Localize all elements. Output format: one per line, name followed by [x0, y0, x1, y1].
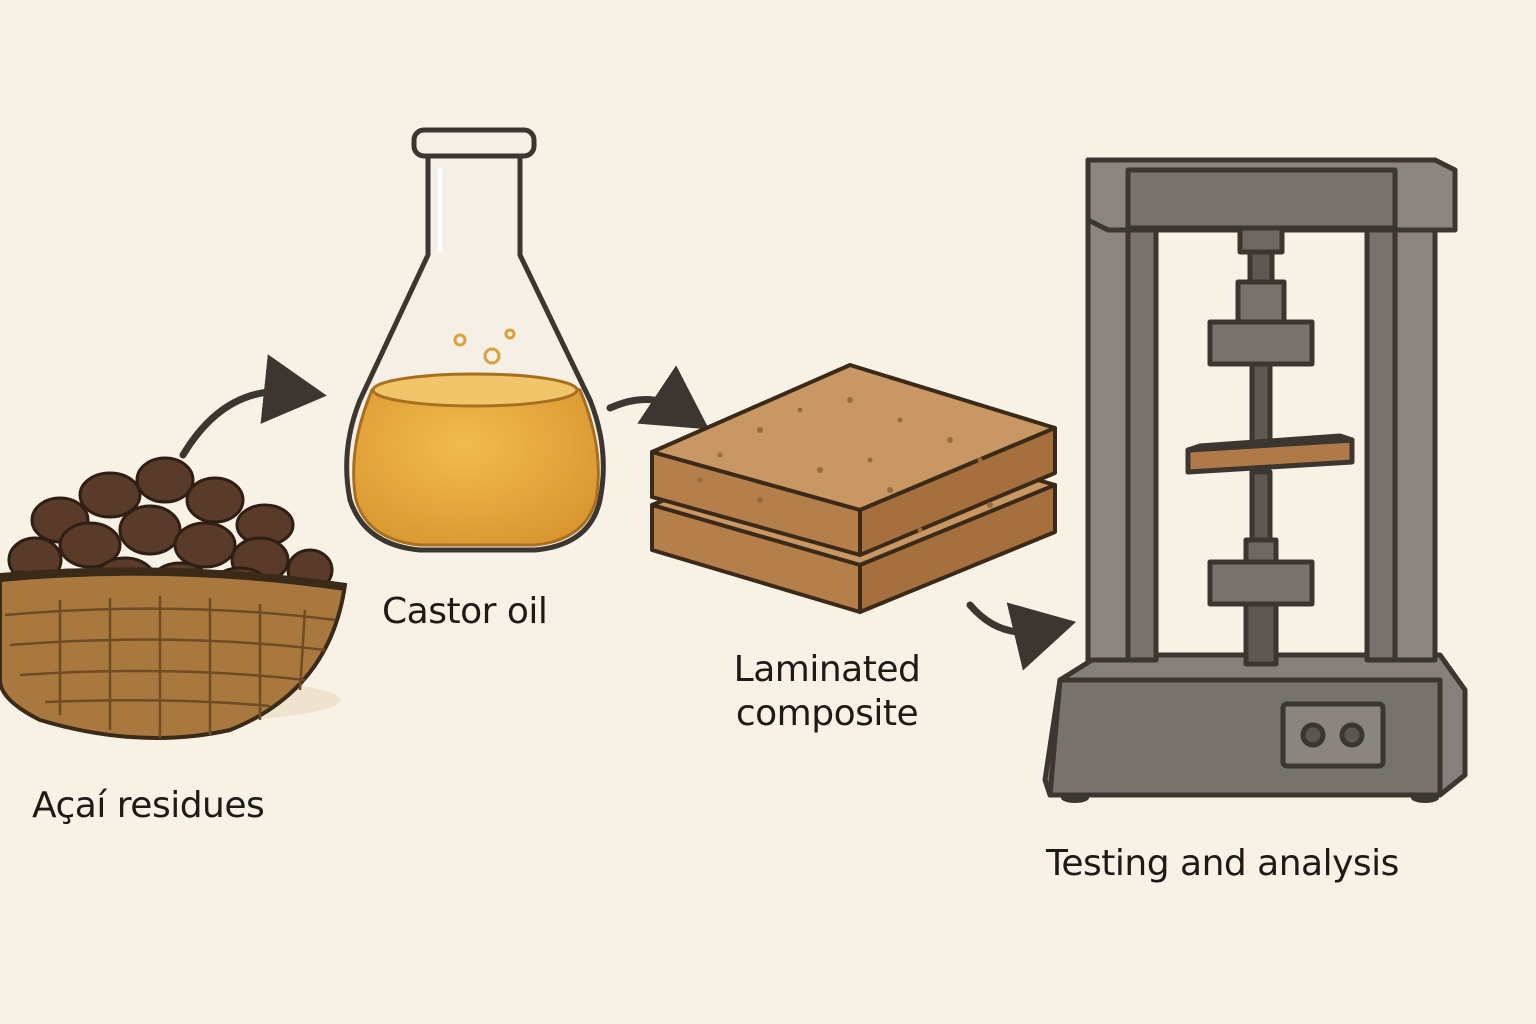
step-label-laminated-composite: Laminated composite: [720, 648, 934, 736]
step-label-testing-and-analysis: Testing and analysis: [1046, 843, 1399, 884]
composite-board-icon: [650, 363, 1057, 614]
step-label-castor-oil: Castor oil: [382, 591, 548, 632]
arrow-icon: [966, 601, 1077, 671]
basket-of-berries-icon: [0, 456, 348, 740]
step-label-acai-residues: Açaí residues: [32, 785, 265, 826]
arrow-icon: [179, 354, 327, 459]
step-label-line: Laminated: [733, 649, 921, 690]
arrow-icon: [606, 365, 710, 430]
step-label-line: composite: [735, 693, 919, 734]
testing-machine-icon: [1042, 157, 1468, 803]
erlenmeyer-flask-icon: [344, 127, 606, 553]
